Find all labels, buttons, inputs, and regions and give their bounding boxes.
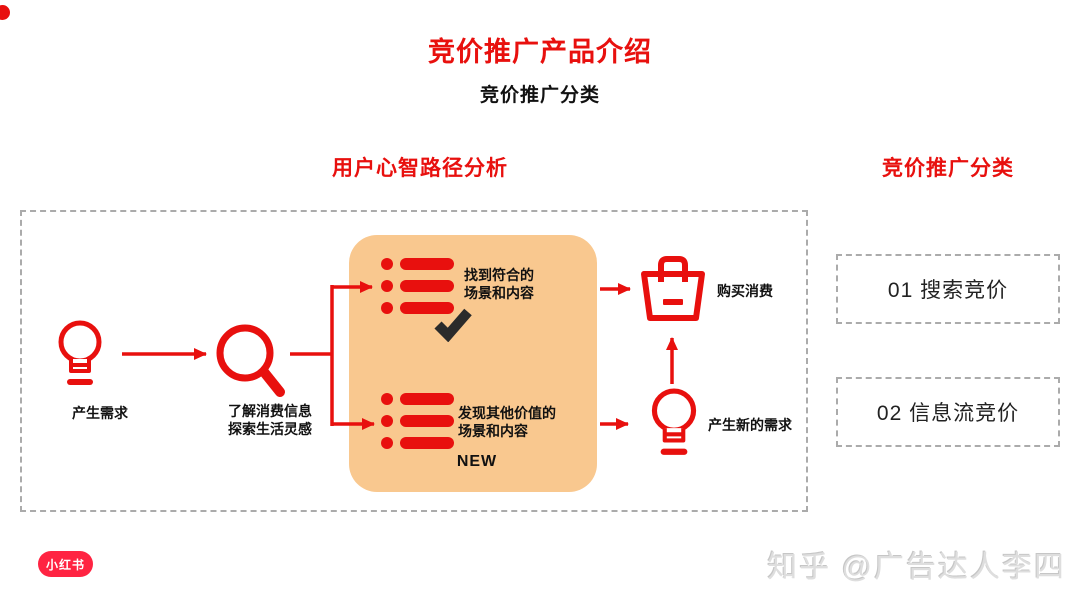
xiaohongshu-logo-text: 小红书 bbox=[45, 557, 85, 572]
branch-top-label: 找到符合的 场景和内容 bbox=[464, 266, 584, 302]
content-list-icon bbox=[380, 392, 454, 450]
lightbulb-icon bbox=[54, 320, 106, 390]
page-subtitle: 竞价推广分类 bbox=[479, 85, 600, 106]
shopping-bag-icon bbox=[637, 252, 709, 324]
branch-bottom-line2: 场景和内容 bbox=[458, 423, 528, 439]
checkmark-icon bbox=[434, 308, 472, 343]
watermark-text: 知乎 @广告达人李四 bbox=[767, 551, 1066, 584]
content-highlight-panel bbox=[349, 235, 597, 492]
search-icon bbox=[214, 322, 286, 398]
step-explore-line1: 了解消费信息 bbox=[228, 403, 312, 419]
new-badge: NEW bbox=[456, 453, 498, 470]
category-box-feed: 02 信息流竞价 bbox=[836, 377, 1060, 447]
bidding-categories-header: 竞价推广分类 bbox=[882, 157, 1014, 180]
branch-top-line1: 找到符合的 bbox=[464, 267, 534, 283]
new-demand-label: 产生新的需求 bbox=[708, 417, 792, 433]
page-title: 竞价推广产品介绍 bbox=[428, 37, 652, 67]
content-list-icon bbox=[380, 257, 454, 315]
step-explore-line2: 探索生活灵感 bbox=[228, 421, 312, 437]
category-feed-label: 02 信息流竞价 bbox=[876, 402, 1020, 425]
step-need-label: 产生需求 bbox=[72, 405, 128, 421]
category-search-label: 01 搜索竞价 bbox=[887, 279, 1009, 302]
lightbulb-icon bbox=[647, 388, 701, 460]
category-box-search: 01 搜索竞价 bbox=[836, 254, 1060, 324]
branch-bottom-label: 发现其他价值的 场景和内容 bbox=[458, 404, 588, 440]
user-journey-header: 用户心智路径分析 bbox=[332, 157, 508, 180]
corner-dot-icon bbox=[0, 5, 10, 20]
step-explore-label: 了解消费信息 探索生活灵感 bbox=[188, 402, 352, 438]
branch-bottom-line1: 发现其他价值的 bbox=[458, 405, 556, 421]
watermark: 知乎 @广告达人李四 bbox=[767, 542, 1066, 586]
purchase-label: 购买消费 bbox=[717, 283, 773, 299]
xiaohongshu-logo: 小红书 bbox=[38, 551, 93, 577]
user-journey-panel: 产生需求 了解消费信息 探索生活灵感 找到符合的 场景和内容 bbox=[20, 210, 808, 512]
branch-top-line2: 场景和内容 bbox=[464, 285, 534, 301]
